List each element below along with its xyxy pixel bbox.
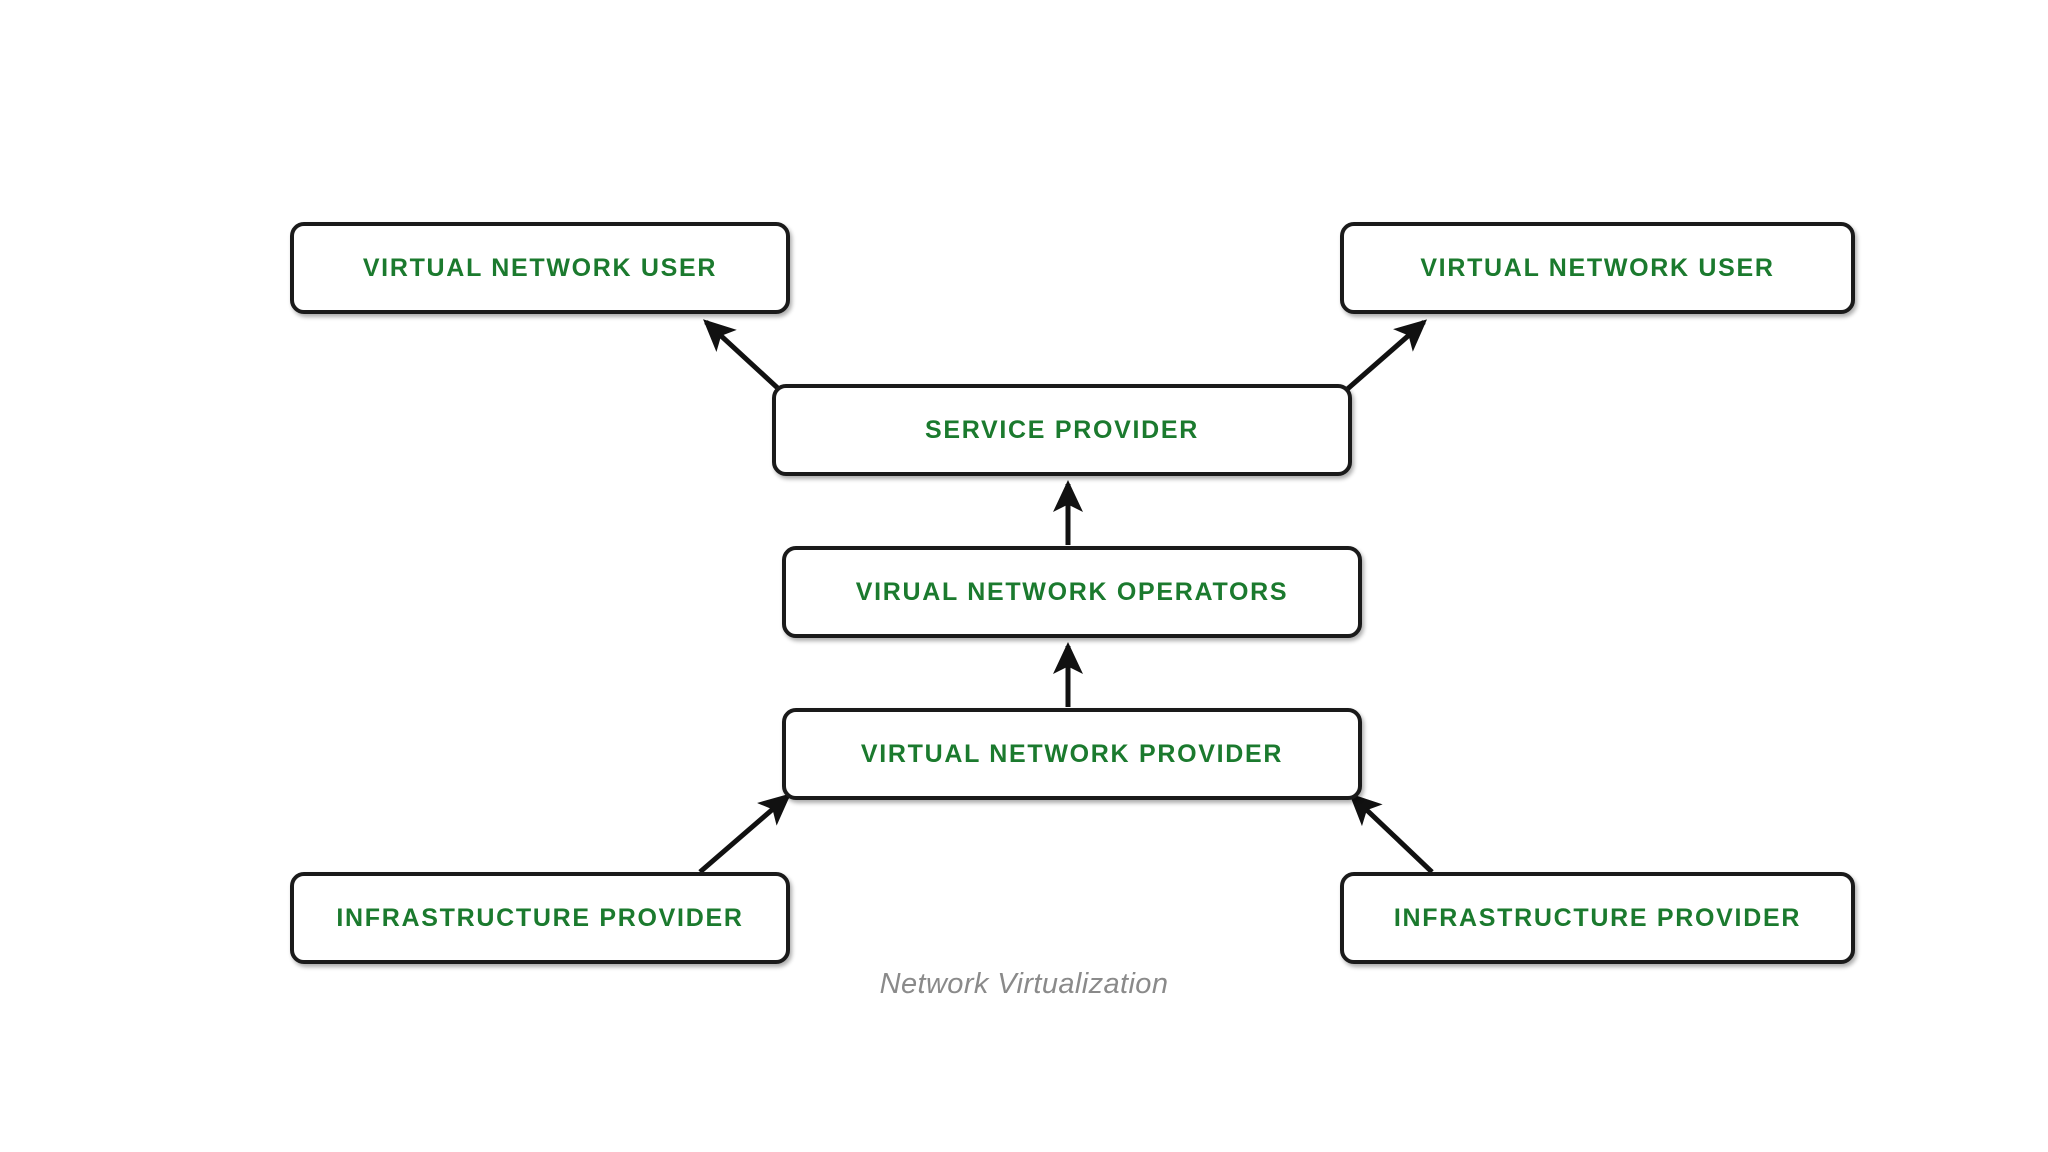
node-service-provider[interactable]: SERVICE PROVIDER — [772, 384, 1352, 476]
edge-infra-left-to-vnp — [698, 793, 792, 874]
node-label: VIRTUAL NETWORK PROVIDER — [860, 739, 1284, 768]
node-label: INFRASTRUCTURE PROVIDER — [1393, 903, 1802, 932]
edge-service-to-vnu-right — [1342, 319, 1428, 394]
edge-service-to-vnu-left — [703, 319, 784, 394]
node-virtual-network-user-left[interactable]: VIRTUAL NETWORK USER — [290, 222, 790, 314]
node-virtual-network-user-right[interactable]: VIRTUAL NETWORK USER — [1340, 222, 1855, 314]
node-infrastructure-provider-left[interactable]: INFRASTRUCTURE PROVIDER — [290, 872, 790, 964]
node-label: VIRUAL NETWORK OPERATORS — [855, 577, 1289, 606]
edge-infra-right-to-vnp — [1349, 793, 1434, 874]
node-label: INFRASTRUCTURE PROVIDER — [336, 903, 744, 932]
node-virtual-network-provider[interactable]: VIRTUAL NETWORK PROVIDER — [782, 708, 1362, 800]
node-label: VIRTUAL NETWORK USER — [1420, 253, 1775, 282]
node-label: VIRTUAL NETWORK USER — [362, 253, 718, 282]
node-infrastructure-provider-right[interactable]: INFRASTRUCTURE PROVIDER — [1340, 872, 1855, 964]
node-virtual-network-operators[interactable]: VIRUAL NETWORK OPERATORS — [782, 546, 1362, 638]
caption-text: Network Virtualization — [879, 968, 1169, 1000]
node-label: SERVICE PROVIDER — [924, 415, 1200, 444]
diagram-caption: Network Virtualization — [0, 968, 2048, 1001]
